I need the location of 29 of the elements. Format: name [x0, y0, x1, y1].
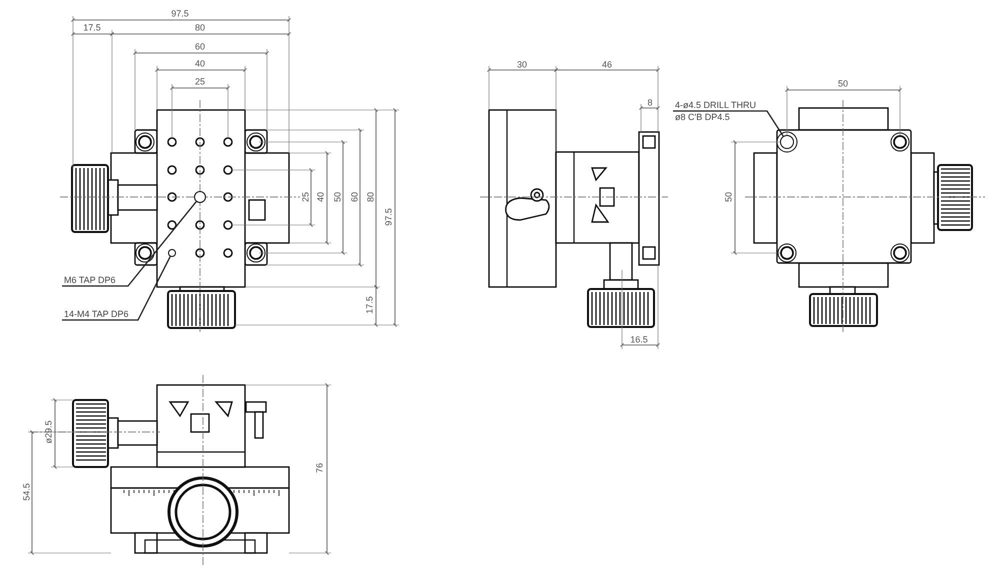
dimension-value: 54.5	[22, 483, 32, 501]
hole-spec-note: M6 TAP DP6	[64, 275, 116, 285]
dimension-value: 97.5	[171, 10, 189, 18]
hole-spec-note: 14-M4 TAP DP6	[64, 309, 129, 319]
dimension-value: 40	[316, 192, 326, 202]
dimension-value: 50	[838, 80, 848, 88]
dimension-value: 25	[195, 78, 205, 86]
dimension-value: 50	[724, 192, 734, 202]
dimension-value: 8	[648, 98, 652, 108]
dimension-value: 40	[195, 60, 205, 68]
dimension-value: 30	[517, 60, 527, 70]
leader-line	[673, 110, 784, 136]
dimension-value: 25	[302, 192, 310, 202]
leader-line	[62, 201, 197, 287]
leader-line	[62, 256, 171, 321]
hole-spec-note: ø8 C'B DP4.5	[675, 112, 731, 122]
dimension-value: 80	[366, 192, 376, 202]
dimension-value: 76	[316, 463, 324, 473]
hole-spec-note: 4-ø4.5 DRILL THRU	[675, 100, 756, 110]
dimension-value: 17.5	[366, 296, 374, 314]
dimension-value: 97.5	[384, 208, 394, 226]
dimension-value: 17.5	[83, 24, 101, 32]
dimension-value: 50	[334, 192, 342, 202]
dimension-value: 80	[195, 24, 205, 32]
dimension-value: 60	[350, 192, 360, 202]
dimension-value: 16.5	[630, 336, 648, 344]
dimension-value: ø29.5	[44, 420, 54, 444]
dimension-value: 60	[195, 42, 205, 52]
dimension-value: 46	[602, 60, 612, 70]
